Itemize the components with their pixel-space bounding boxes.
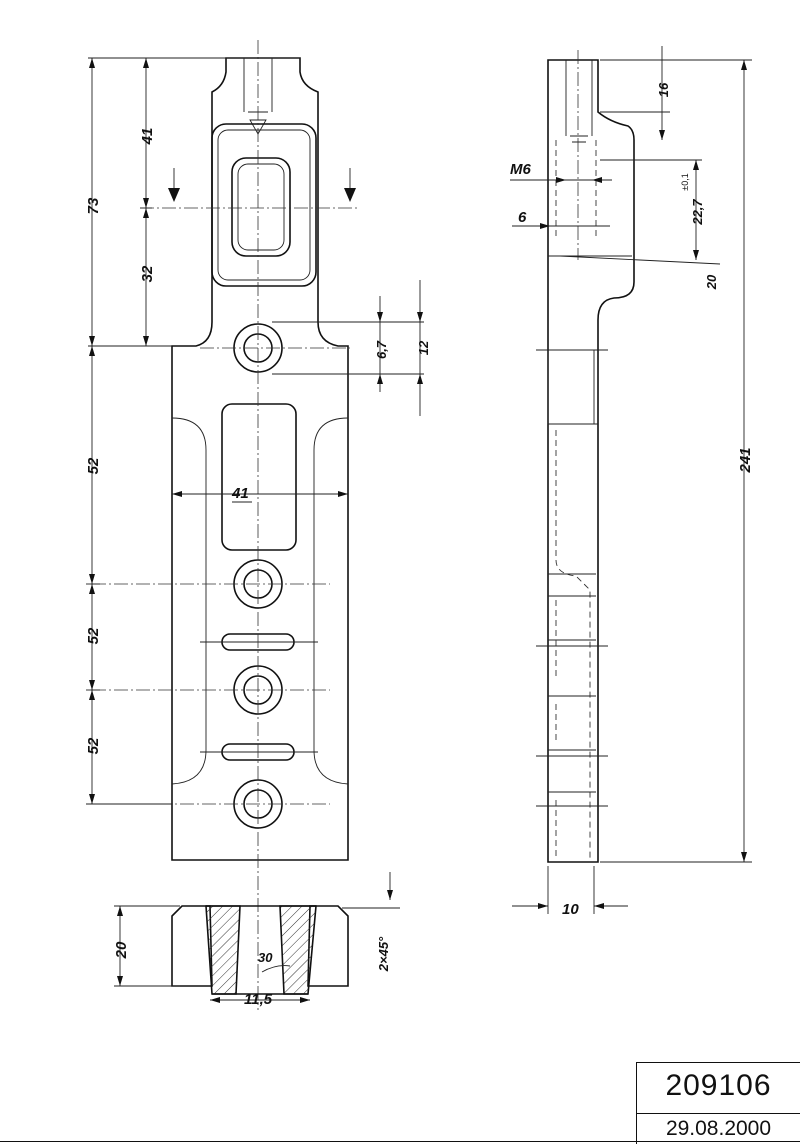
section-hatch-right [279,905,317,995]
front-channel-left [171,417,207,785]
dim-241: 241 [737,447,754,473]
front-channel-right [313,417,349,785]
dim-chamfer: 2×45° [376,936,391,972]
dim-10: 10 [562,901,579,918]
dim-52-c: 52 [85,737,102,754]
front-window [221,403,297,551]
dim-12: 12 [416,340,431,355]
front-thread [243,58,273,135]
drawing-date: 29.08.2000 [665,1117,772,1140]
dim-41-upper: 41 [139,128,156,146]
dim-side-20: 20 [704,274,719,290]
dim-32: 32 [139,265,156,282]
section-view: 20 11,5 30 2×45° [113,872,400,1008]
dim-73: 73 [85,197,102,214]
dim-52-a: 52 [85,457,102,474]
front-view: 73 41 32 52 52 52 41 6,7 12 [85,40,431,1010]
section-hatch-left [205,905,241,995]
front-top-slot [231,157,291,257]
title-block-divider [637,1113,800,1114]
dim-6: 6 [518,209,527,226]
front-pocket [211,123,317,287]
title-block: 209106 29.08.2000 [636,1062,800,1144]
side-outline [547,59,635,863]
dim-16: 16 [656,82,671,97]
drawing-number: 209106 [665,1069,772,1102]
side-view: 241 16 M6 6 22,7 ±0,1 20 10 [510,46,754,918]
dim-6-7: 6,7 [374,340,389,359]
front-top-slot-inner [237,163,285,251]
dim-11-5: 11,5 [244,991,273,1008]
dim-m6: M6 [510,161,531,178]
bottom-rule [0,1141,800,1142]
dim-41-width: 41 [231,485,249,502]
dim-section-20: 20 [113,941,130,959]
front-pocket-inner [217,129,311,281]
dim-22-7-tolerance: ±0,1 [680,173,690,190]
dim-52-b: 52 [85,627,102,644]
dim-22-7: 22,7 [690,199,705,226]
front-head-outline [171,57,349,861]
dim-30-angle: 30 [258,950,273,965]
section-outline [171,905,349,987]
